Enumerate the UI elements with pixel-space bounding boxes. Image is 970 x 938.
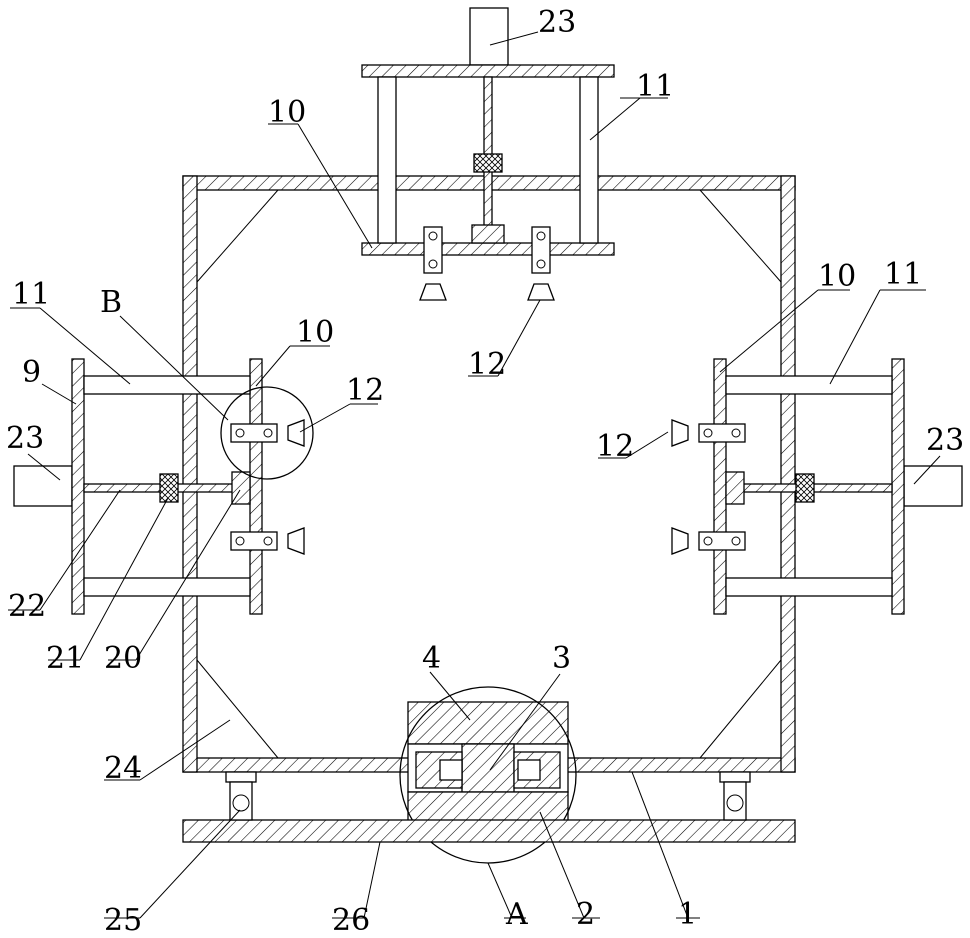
label-2: 2 [576,897,595,932]
block-4 [408,702,568,744]
left-mechanism [14,359,313,614]
left-motor [14,466,72,506]
label-23-right: 23 [926,423,964,458]
label-10-top: 10 [268,95,306,130]
bearing-2 [408,792,568,822]
top-upper-plate [362,65,614,77]
label-12-right: 12 [596,429,634,464]
label-22: 22 [8,589,46,624]
label-24: 24 [104,751,142,786]
bottom-assembly [183,687,795,863]
left-clamp-upper [231,420,304,446]
right-outer-plate [892,359,904,614]
top-screw [484,77,492,227]
label-11-top: 11 [636,69,674,104]
base-plate-26 [183,820,795,842]
left-clamp-lower [231,528,304,554]
label-11-right: 11 [884,257,922,292]
label-23-left: 23 [6,421,44,456]
right-screw [742,484,892,492]
label-25: 25 [104,903,142,938]
label-12-left: 12 [346,373,384,408]
right-motor [904,466,962,506]
label-9: 9 [22,355,41,390]
label-12-top: 12 [468,347,506,382]
right-clamp-upper [672,420,745,446]
label-11-left: 11 [12,277,50,312]
top-lower-plate [362,243,614,255]
top-clamp-right [528,227,554,300]
right-clamp-lower [672,528,745,554]
label-1: 1 [678,897,697,932]
top-motor [470,8,508,65]
shaft-3 [462,744,514,792]
label-4: 4 [422,641,441,676]
label-10-right: 10 [818,259,856,294]
left-screw [84,484,234,492]
top-clamp-left [420,227,446,300]
left-outer-plate [72,359,84,614]
left-inner-plate [250,359,262,614]
label-20: 20 [104,641,142,676]
top-mechanism [362,8,614,300]
label-10-left: 10 [296,315,334,350]
label-26: 26 [332,903,370,938]
label-B: B [100,285,122,320]
right-mechanism [672,359,962,614]
wheel-right [720,772,750,820]
label-21: 21 [46,641,84,676]
frame-right-wall [781,176,795,772]
wheel-left [226,772,256,820]
label-A: A [505,897,528,932]
label-3: 3 [552,641,571,676]
label-23-top: 23 [538,5,576,40]
right-inner-plate [714,359,726,614]
frame [183,176,795,772]
frame-left-wall [183,176,197,772]
